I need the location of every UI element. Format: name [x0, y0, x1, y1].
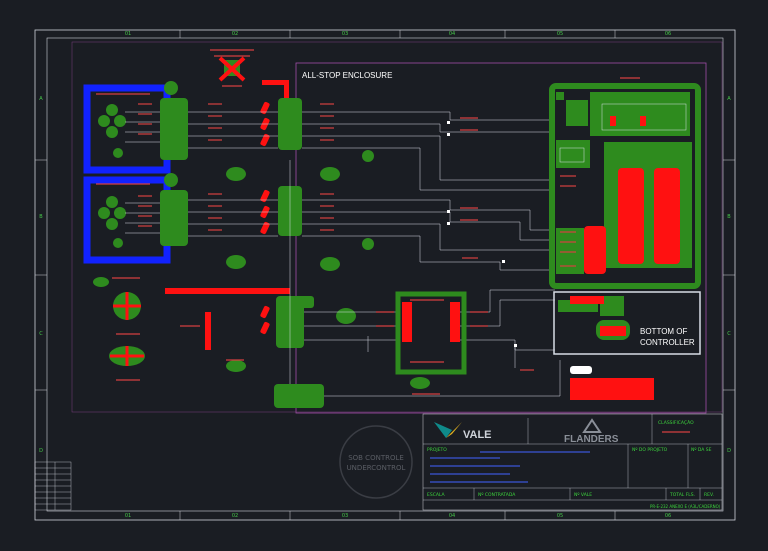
row-label-left: B	[39, 214, 43, 220]
stamp-line-2: UNDERCONTROL	[347, 464, 406, 472]
projeto-label: PROJETO	[427, 447, 447, 453]
no-contratada-label: Nº CONTRATADA	[478, 492, 516, 498]
row-label-right: B	[727, 214, 731, 220]
col-label-bottom: 05	[557, 513, 563, 519]
enclosure-title: ALL-STOP ENCLOSURE	[302, 71, 392, 80]
col-label-bottom: 03	[342, 513, 348, 519]
flanders-logo-text: FLANDERS	[564, 434, 619, 445]
bottom-of-controller-label-2: CONTROLLER	[640, 338, 695, 347]
col-label-top: 03	[342, 31, 348, 37]
no-vale-label: Nº VALE	[574, 492, 592, 498]
junction-dots	[447, 121, 517, 347]
column-ruler	[35, 30, 735, 520]
controller-enclosure	[549, 83, 701, 289]
inner-frame	[46, 37, 724, 512]
vale-logo-text: VALE	[463, 429, 492, 441]
drawing-area-outline	[71, 41, 723, 413]
row-label-right: D	[727, 448, 731, 454]
rev-label: REV.	[704, 492, 714, 498]
col-label-top: 04	[449, 31, 455, 37]
under-control-stamp: SOB CONTROLE UNDERCONTROL	[339, 425, 413, 499]
no-da-se-label: Nº DA SE	[691, 447, 712, 453]
bottom-of-controller: BOTTOM OF CONTROLLER	[553, 291, 701, 355]
bottom-of-controller-label-1: BOTTOM OF	[640, 327, 688, 336]
stamp-line-1: SOB CONTROLE	[348, 454, 404, 462]
title-block: VALE FLANDERS CLASSIFICAÇÃO PROJETO Nº D…	[422, 413, 723, 511]
flanders-triangle-logo-icon	[582, 418, 602, 433]
red-legend-blocks	[570, 366, 654, 400]
col-label-top: 06	[665, 31, 671, 37]
revision-table	[34, 461, 72, 511]
project-description-lines	[430, 451, 590, 483]
row-label-left: C	[39, 331, 43, 337]
row-label-left: D	[39, 448, 43, 454]
remote-block-2	[98, 173, 188, 248]
row-label-right: C	[727, 331, 731, 337]
red-highlight-wires	[165, 80, 290, 350]
estop-mushroom-icon	[218, 56, 246, 82]
power-supply-block	[395, 291, 467, 375]
col-label-bottom: 01	[125, 513, 131, 519]
row-label-right: A	[727, 96, 731, 102]
col-label-top: 01	[125, 31, 131, 37]
remote-block-1	[98, 81, 188, 160]
row-labels: A B C D A B C D	[39, 96, 731, 454]
col-label-bottom: 02	[232, 513, 238, 519]
col-label-bottom: 04	[449, 513, 455, 519]
terminal-connector-icon	[274, 98, 324, 408]
classificacao-label: CLASSIFICAÇÃO	[658, 419, 694, 426]
col-label-top: 02	[232, 31, 238, 37]
col-label-bottom: 06	[665, 513, 671, 519]
drawing-number: PR-E-232 ANEXO E (A3L/CADERNO)	[650, 504, 721, 509]
vale-v-logo-icon	[434, 422, 462, 438]
column-labels: 01 02 03 04 05 06 01 02 03 04 05 06	[125, 31, 671, 519]
small-components	[226, 150, 430, 389]
tiny-annotations	[96, 49, 640, 395]
total-fls-label: TOTAL FLS.	[669, 492, 695, 498]
remote-block-1-highlight	[83, 84, 171, 174]
col-label-top: 05	[557, 31, 563, 37]
estop-mushroom-icon	[93, 277, 145, 366]
row-label-left: A	[39, 96, 43, 102]
wiring-bundle	[188, 111, 561, 397]
no-do-projeto-label: Nº DO PROJETO	[632, 447, 668, 453]
relay-contacts	[260, 101, 270, 335]
remote-block-2-highlight	[83, 176, 171, 264]
allstop-enclosure-outline	[295, 62, 707, 414]
escala-label: ESCALA	[427, 492, 446, 498]
